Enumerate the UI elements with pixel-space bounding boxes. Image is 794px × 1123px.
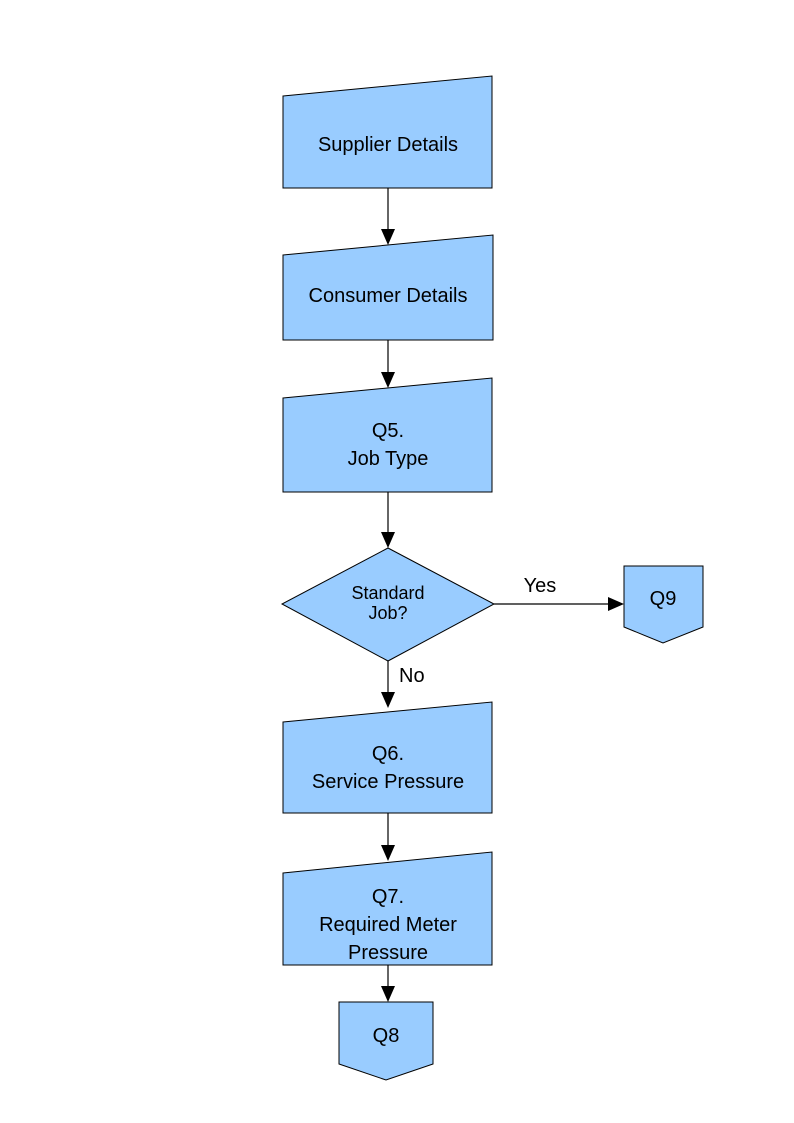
arrow-supplier-to-consumer bbox=[381, 188, 395, 245]
node-supplier-details: Supplier Details bbox=[282, 75, 493, 189]
arrowhead-down-icon bbox=[381, 229, 395, 245]
arrowhead-down-icon bbox=[381, 372, 395, 388]
manual-input-shape bbox=[282, 851, 493, 966]
manual-input-shape bbox=[282, 701, 493, 814]
node-consumer-details: Consumer Details bbox=[282, 234, 494, 341]
arrow-decision-to-q6-no: No bbox=[381, 661, 425, 708]
node-label: Q8 bbox=[373, 1025, 400, 1047]
edge-label-no: No bbox=[399, 665, 425, 687]
node-decision-standard-job: Standard Job? bbox=[280, 547, 496, 662]
node-label-line2: Job? bbox=[368, 603, 407, 623]
node-q5-job-type: Q5. Job Type bbox=[282, 377, 493, 493]
node-label-line2: Service Pressure bbox=[312, 771, 464, 793]
arrow-q6-to-q7 bbox=[381, 813, 395, 861]
manual-input-shape bbox=[282, 377, 493, 493]
arrowhead-right-icon bbox=[608, 597, 624, 611]
manual-input-shape bbox=[282, 75, 493, 189]
node-label-line1: Q5. bbox=[372, 420, 404, 442]
node-label-line3: Pressure bbox=[348, 942, 428, 964]
manual-input-shape bbox=[282, 234, 494, 341]
node-label-line1: Standard bbox=[351, 583, 424, 603]
node-label-line2: Job Type bbox=[348, 448, 429, 470]
node-q6-service-pressure: Q6. Service Pressure bbox=[282, 701, 493, 814]
edge-label-yes: Yes bbox=[524, 575, 557, 597]
node-label-line1: Q6. bbox=[372, 743, 404, 765]
node-label-line2: Required Meter bbox=[319, 914, 457, 936]
node-label-line1: Q7. bbox=[372, 886, 404, 908]
arrow-q7-to-q8 bbox=[381, 965, 395, 1002]
node-q7-required-meter-pressure: Q7. Required Meter Pressure bbox=[282, 851, 493, 966]
node-label: Consumer Details bbox=[309, 285, 468, 307]
arrowhead-down-icon bbox=[381, 692, 395, 708]
arrowhead-down-icon bbox=[381, 532, 395, 548]
node-q9-connector: Q9 bbox=[623, 565, 704, 644]
off-page-connector-shape bbox=[338, 1001, 434, 1081]
node-label: Supplier Details bbox=[318, 134, 458, 156]
arrow-consumer-to-q5 bbox=[381, 340, 395, 388]
arrowhead-down-icon bbox=[381, 986, 395, 1002]
arrow-q5-to-decision bbox=[381, 492, 395, 548]
arrowhead-down-icon bbox=[381, 845, 395, 861]
node-q8-connector: Q8 bbox=[338, 1001, 434, 1081]
off-page-connector-shape bbox=[623, 565, 704, 644]
node-label: Q9 bbox=[650, 588, 677, 610]
arrow-decision-to-q9-yes: Yes bbox=[494, 575, 624, 611]
